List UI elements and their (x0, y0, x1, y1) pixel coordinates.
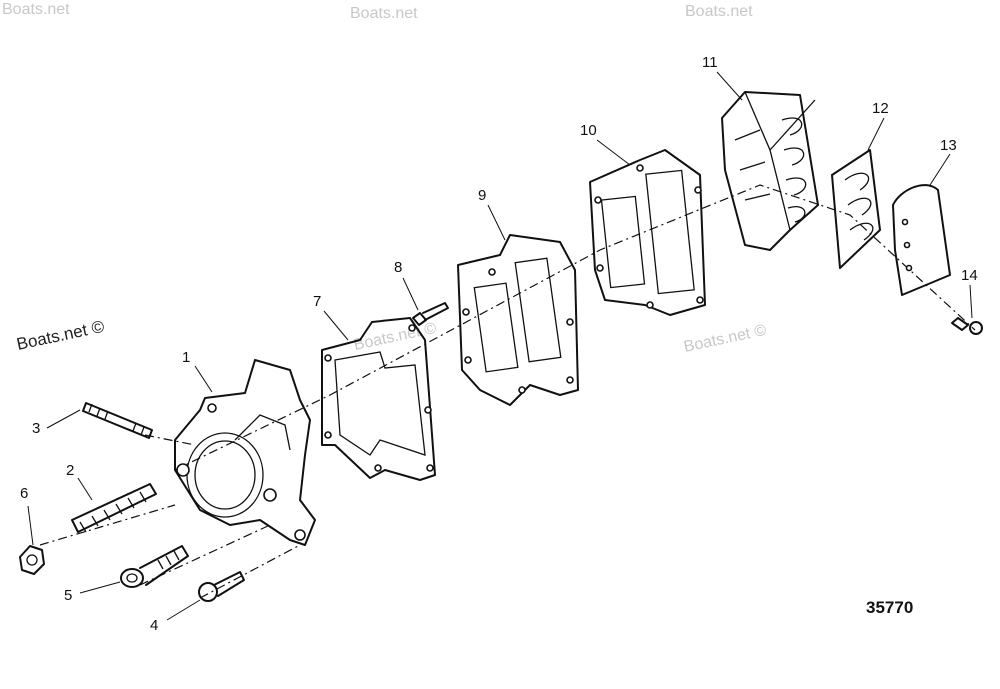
part-12-reed-petal (831, 149, 881, 269)
part-14-screw (951, 317, 983, 335)
callout-6: 6 (20, 485, 28, 502)
callout-8: 8 (394, 259, 402, 276)
callout-4: 4 (150, 617, 158, 634)
callout-11: 11 (702, 54, 718, 71)
part-2-stud (71, 483, 157, 533)
callout-13: 13 (940, 137, 957, 154)
callout-10: 10 (580, 122, 597, 139)
part-3-stud (82, 402, 153, 439)
callout-5: 5 (64, 587, 72, 604)
part-6-nut (19, 545, 45, 575)
watermark-top-right: Boats.net (685, 3, 753, 20)
document-number: 35770 (866, 598, 913, 617)
part-8-screw (412, 302, 449, 326)
part-7-gasket (321, 317, 436, 481)
alignment-lines (39, 184, 976, 599)
leader-lines (27, 71, 973, 621)
part-4-screw (198, 571, 245, 602)
watermark-top-center: Boats.net (350, 5, 418, 22)
callout-14: 14 (961, 267, 978, 284)
callout-7: 7 (313, 293, 321, 310)
part-5-socket-screw (120, 545, 189, 588)
watermark-main: Boats.net © (15, 317, 107, 354)
callout-2: 2 (66, 462, 74, 479)
callout-labels: 1 2 3 4 5 6 7 8 9 10 11 12 13 14 (20, 54, 978, 634)
part-9-reed-plate (457, 234, 579, 406)
watermark-right: Boats.net © (682, 322, 768, 356)
watermark-top-left: Boats.net (2, 1, 70, 18)
part-1-adaptor-housing (174, 359, 316, 546)
callout-9: 9 (478, 187, 486, 204)
part-11-reed-block (721, 91, 819, 251)
callout-1: 1 (182, 349, 190, 366)
part-13-reed-stop (892, 184, 951, 296)
callout-3: 3 (32, 420, 40, 437)
callout-12: 12 (872, 100, 889, 117)
part-10-gasket (589, 149, 706, 316)
